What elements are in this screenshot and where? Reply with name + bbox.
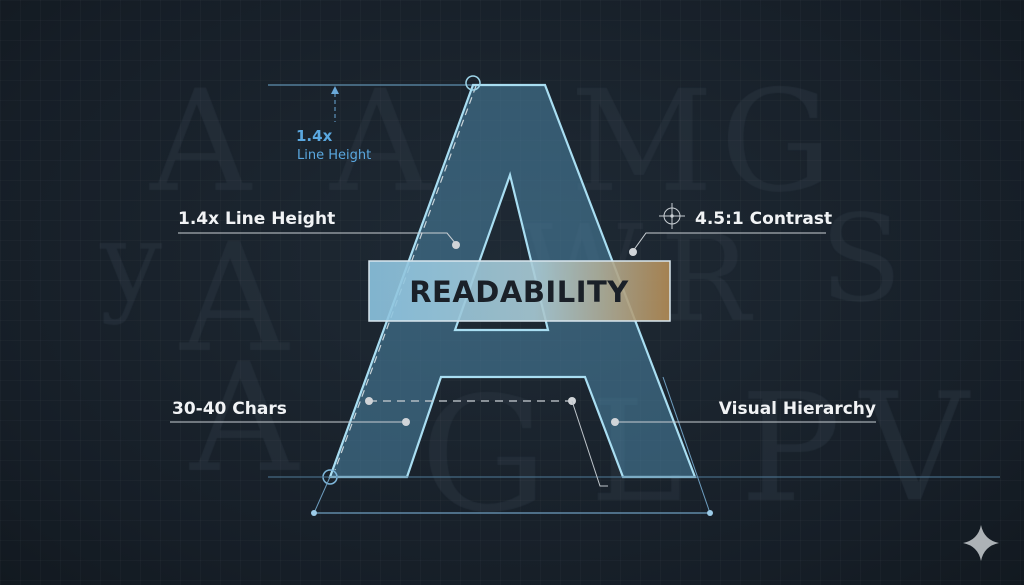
dimension-value: 1.4x <box>296 127 333 145</box>
readability-banner: READABILITY <box>368 260 671 322</box>
callout-node <box>611 418 619 426</box>
dimension-caption: Line Height <box>297 148 371 163</box>
callout-node <box>629 248 637 256</box>
callout-contrast: 4.5:1 Contrast <box>695 209 832 229</box>
callout-node <box>402 418 410 426</box>
callout-hierarchy: Visual Hierarchy <box>719 399 876 419</box>
callout-line-height: 1.4x Line Height <box>178 209 335 229</box>
frame-left-edge <box>313 476 331 514</box>
measure-node <box>365 397 373 405</box>
leader-line <box>632 232 826 252</box>
frame-right-edge <box>662 376 711 514</box>
frame-node <box>707 510 713 516</box>
callout-chars: 30-40 Chars <box>172 399 287 419</box>
arrow-up-icon <box>331 86 339 94</box>
banner-title: READABILITY <box>409 275 629 309</box>
crosshair-icon <box>659 203 685 229</box>
banner-box <box>368 260 671 322</box>
callout-node <box>452 241 460 249</box>
apex-marker-icon <box>465 75 481 91</box>
frame-node <box>311 510 317 516</box>
sparkle-icon <box>963 525 999 561</box>
leader-line <box>178 232 457 245</box>
leader-line <box>571 400 608 487</box>
